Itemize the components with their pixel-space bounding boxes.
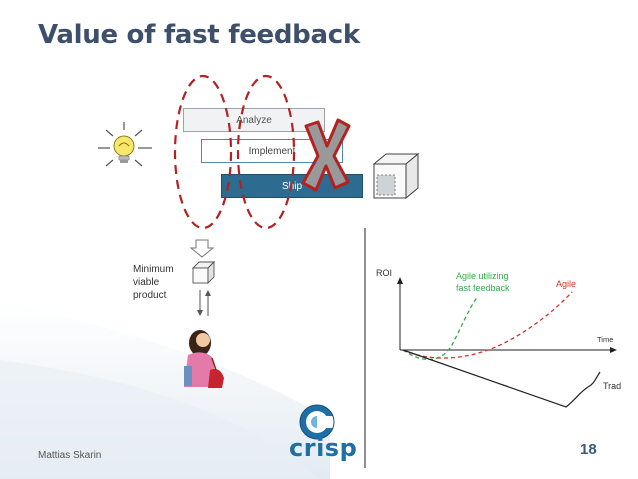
- agile-fast-line2: fast feedback: [456, 283, 510, 293]
- down-arrow-icon: [189, 239, 215, 258]
- x-axis-label: Time: [597, 335, 614, 344]
- lightbulb-icon: [98, 122, 152, 167]
- mvp-line3: product: [133, 290, 167, 301]
- crisp-logo-text: crisp: [289, 434, 358, 462]
- implement-label: Implement: [248, 145, 296, 157]
- agile-fast-feedback-label: Agile utilizing fast feedback: [456, 270, 510, 294]
- mvp-line2: viable: [133, 277, 160, 288]
- y-axis-arrow: [397, 277, 403, 284]
- dashed-ellipse-left: [173, 74, 233, 230]
- analyze-label: Analyze: [236, 114, 272, 126]
- mvp-label: Minimum viable product: [133, 263, 174, 302]
- person-icon: [184, 330, 224, 388]
- roi-graph: [397, 277, 617, 408]
- footer-author: Mattias Skarin: [38, 450, 102, 461]
- agile-curve: [402, 291, 573, 359]
- crisp-logo: [299, 404, 335, 440]
- agile-fast-feedback-curve: [402, 295, 479, 361]
- dashed-ellipse-right: [236, 74, 296, 230]
- agile-fast-line1: Agile utilizing: [456, 271, 509, 281]
- mvp-cube-icon: [191, 260, 216, 285]
- mvp-line1: Minimum: [133, 264, 174, 275]
- red-x-icon: [301, 118, 351, 192]
- agile-label: Agile: [556, 279, 577, 289]
- cube-icon: [372, 152, 420, 200]
- trad-label: Trad: [603, 381, 622, 391]
- trad-curve: [402, 349, 601, 408]
- y-axis-label: ROI: [376, 268, 393, 278]
- feedback-arrows: [197, 290, 211, 316]
- x-axis-arrow: [610, 347, 617, 353]
- analyze-box: Analyze: [183, 108, 325, 132]
- slide-title: Value of fast feedback: [38, 20, 360, 50]
- page-number: 18: [580, 441, 597, 458]
